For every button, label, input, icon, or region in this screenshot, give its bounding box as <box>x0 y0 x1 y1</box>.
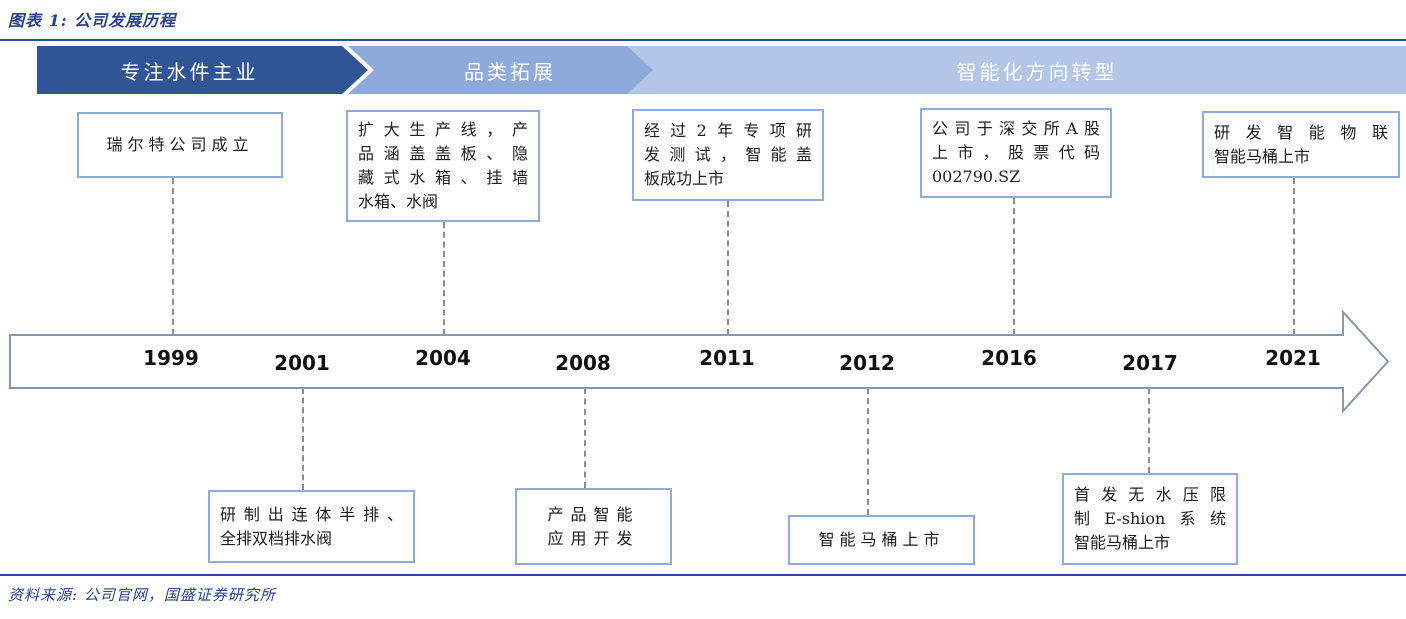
event-box-2004: 扩大生产线，产品涵盖盖板、隐藏式水箱、挂墙水箱、水阀 <box>346 110 540 222</box>
connector-2008 <box>584 388 586 488</box>
connector-1999 <box>172 178 174 335</box>
connector-2001 <box>302 388 304 490</box>
connector-2004 <box>443 222 445 335</box>
year-label-2011: 2011 <box>699 346 755 370</box>
event-box-2008: 产品智能 应用开发 <box>515 488 672 565</box>
top-divider <box>0 39 1406 41</box>
year-label-2004: 2004 <box>415 346 471 370</box>
event-box-2012: 智能马桶上市 <box>788 515 975 565</box>
phase-banner-category-expansion: 品类拓展 <box>348 46 672 94</box>
figure-source: 资料来源: 公司官网，国盛证券研究所 <box>8 586 276 604</box>
connector-2012 <box>867 388 869 515</box>
event-box-2011: 经过2年专项研发测试，智能盖板成功上市 <box>632 109 824 201</box>
connector-2011 <box>727 201 729 335</box>
year-label-2021: 2021 <box>1265 346 1321 370</box>
year-label-2017: 2017 <box>1122 351 1178 375</box>
event-text-2021: 研发智能物联智能马桶上市 <box>1214 122 1388 166</box>
connector-2021 <box>1293 178 1295 335</box>
year-label-1999: 1999 <box>143 346 199 370</box>
year-label-2012: 2012 <box>839 351 895 375</box>
event-text-2011: 经过2年专项研发测试，智能盖板成功上市 <box>644 121 812 188</box>
event-box-1999: 瑞尔特公司成立 <box>77 112 283 178</box>
bottom-divider <box>0 574 1406 576</box>
figure-title: 图表 1: 公司发展历程 <box>8 11 177 30</box>
phase-label: 专注水件主业 <box>120 59 259 84</box>
event-box-2021: 研发智能物联智能马桶上市 <box>1202 111 1400 178</box>
year-label-2016: 2016 <box>981 346 1037 370</box>
event-text-2001: 研制出连体半排、全排双档排水阀 <box>220 504 403 548</box>
event-text-2008: 产品智能 应用开发 <box>547 504 640 548</box>
phase-banner-water-parts: 专注水件主业 <box>37 46 368 94</box>
year-label-2008: 2008 <box>555 351 611 375</box>
phase-label: 智能化方向转型 <box>956 59 1118 84</box>
event-text-2004: 扩大生产线，产品涵盖盖板、隐藏式水箱、挂墙水箱、水阀 <box>358 120 528 211</box>
connector-2016 <box>1013 198 1015 335</box>
phase-label: 品类拓展 <box>464 59 556 84</box>
phase-banner-smart-transformation: 智能化方向转型 <box>627 46 1406 94</box>
event-text-1999: 瑞尔特公司成立 <box>106 135 254 154</box>
year-label-2001: 2001 <box>274 351 330 375</box>
event-box-2017: 首发无水压限制E-shion系统智能马桶上市 <box>1062 473 1238 565</box>
timeline-arrow <box>9 309 1390 414</box>
event-text-2017: 首发无水压限制E-shion系统智能马桶上市 <box>1074 485 1226 552</box>
event-text-2012: 智能马桶上市 <box>818 530 945 549</box>
event-box-2001: 研制出连体半排、全排双档排水阀 <box>208 490 415 563</box>
connector-2017 <box>1148 388 1150 473</box>
